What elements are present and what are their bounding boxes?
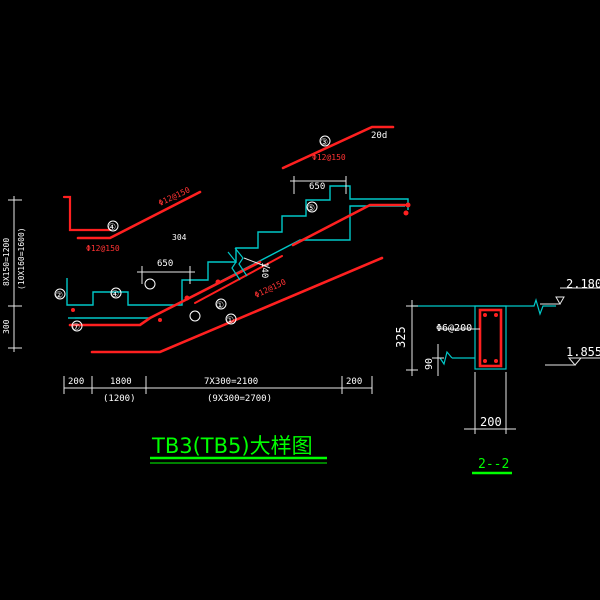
marker-2: ②	[55, 291, 63, 301]
break-symbol	[227, 247, 248, 281]
dim-b3b: (9X300=2700)	[207, 394, 272, 404]
title-underline	[150, 456, 512, 475]
label-main-bottom: Φ12@150	[253, 277, 288, 299]
rebar-1-main	[90, 256, 384, 354]
marker-4a: ④	[108, 223, 116, 233]
rebar-dots	[71, 202, 411, 322]
label-left-upper-len: 304	[172, 233, 187, 242]
dim-b4: 200	[346, 377, 362, 387]
rebar-group	[62, 125, 407, 354]
label-top-upper-len: 20d	[371, 131, 387, 141]
dim-left-1b: (10X160=1600)	[17, 227, 26, 290]
label-thickness: 140	[259, 262, 269, 278]
section-2-2	[406, 287, 600, 434]
rebar-3-top	[281, 125, 395, 170]
dim-left-2: 300	[2, 319, 11, 334]
rebar-5-upper	[291, 203, 407, 247]
dim-top-650: 650	[309, 182, 325, 192]
dim-left-1: 8X150=1200	[2, 238, 11, 286]
stair-outline	[66, 185, 409, 319]
dim-sec-325: 325	[394, 326, 408, 348]
circle-markers	[54, 135, 331, 332]
label-left-upper-b: Φ12@150	[86, 244, 120, 253]
dim-b1: 200	[68, 377, 84, 387]
labels: Φ12@150 20d Φ12@150 Φ12@150 304 Φ12@150 …	[2, 131, 600, 472]
leaders	[137, 176, 347, 284]
marker-4b: ④	[111, 290, 119, 300]
level-low: 1.855	[566, 345, 600, 359]
section-title: 2--2	[478, 457, 509, 472]
dim-left	[8, 196, 22, 352]
marker-7: ⑦	[72, 323, 80, 333]
dim-sec-90: 90	[424, 358, 435, 370]
rebar-diag	[194, 255, 283, 304]
dim-b2b: (1200)	[103, 394, 136, 404]
dim-b2: 1800	[110, 377, 132, 387]
dim-sec-200: 200	[480, 415, 502, 429]
marker-3: ③	[320, 138, 328, 148]
dim-bottom	[63, 376, 373, 394]
drawing-title: TB3(TB5)大样图	[151, 434, 313, 458]
rebar-2-hook	[62, 195, 112, 232]
marker-1b: ①	[226, 316, 234, 326]
rebar-4-left	[76, 190, 202, 240]
label-top-upper: Φ12@150	[312, 153, 346, 162]
marker-5: ⑤	[307, 204, 315, 214]
rebar-2-mid	[68, 260, 262, 327]
dim-mid-650: 650	[157, 259, 173, 269]
dim-b3: 7X300=2100	[204, 377, 258, 387]
level-high: 2.180	[566, 277, 600, 291]
marker-1a: ①	[216, 301, 224, 311]
label-stirrup: Φ6@200	[436, 323, 472, 334]
